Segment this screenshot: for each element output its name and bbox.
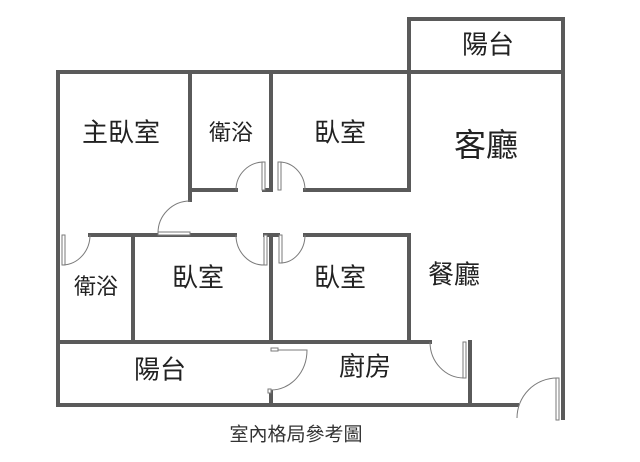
label-master-bedroom: 主臥室 bbox=[82, 119, 160, 149]
room-labels: 陽台 主臥室 衛浴 臥室 客廳 衛浴 臥室 臥室 餐廳 陽台 廚房 bbox=[74, 31, 518, 386]
label-bedroom-mid-left: 臥室 bbox=[172, 264, 224, 294]
caption: 室內格局參考圖 bbox=[229, 424, 362, 446]
door-master-bedroom bbox=[157, 231, 191, 236]
door-bedroom-mid-right bbox=[278, 234, 283, 264]
door-bedroom-mid-left bbox=[263, 234, 268, 266]
label-balcony-top: 陽台 bbox=[462, 31, 514, 61]
door-bathroom-top bbox=[261, 161, 266, 191]
door-entrance bbox=[555, 377, 560, 421]
door-bedroom-top bbox=[277, 161, 282, 191]
label-balcony-bottom: 陽台 bbox=[134, 356, 186, 386]
doors bbox=[61, 161, 560, 421]
walls bbox=[56, 17, 565, 420]
door-kitchen bbox=[462, 341, 467, 379]
door-bathroom-left bbox=[61, 234, 66, 266]
label-living-room: 客廳 bbox=[454, 126, 518, 164]
label-dining-room: 餐廳 bbox=[428, 261, 480, 291]
label-bathroom-left: 衛浴 bbox=[74, 275, 118, 300]
label-bedroom-top: 臥室 bbox=[314, 119, 366, 149]
label-bedroom-mid-right: 臥室 bbox=[314, 264, 366, 294]
label-bathroom-top: 衛浴 bbox=[209, 121, 253, 146]
label-kitchen: 廚房 bbox=[339, 353, 391, 383]
door-balcony-bottom bbox=[270, 347, 279, 352]
